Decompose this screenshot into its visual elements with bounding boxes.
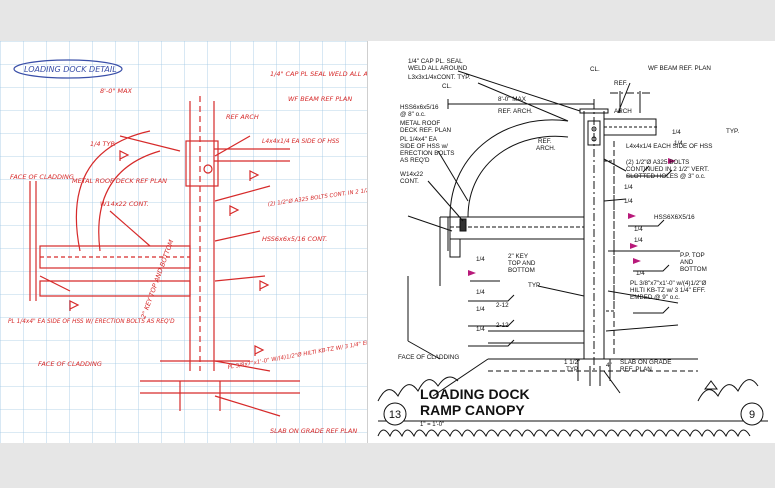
weld-q11: 1/4 xyxy=(476,326,485,333)
drawing-comparison-panel: LOADING DOCK DETAIL xyxy=(0,41,775,443)
sketch-note-erection-bolts: PL 1/4x4" EA SIDE OF HSS W/ ERECTION BOL… xyxy=(8,319,175,325)
sketch-note-slab: SLAB ON GRADE REF PLAN xyxy=(270,427,357,435)
label-cap: 1/4" CAP PL. SEAL xyxy=(408,58,463,65)
weld-2-12-b: 2-12 xyxy=(496,322,509,329)
weld-q4: 1/4 xyxy=(624,198,633,205)
sketch-note-hss-cont: HSS6x6x5/16 CONT. xyxy=(262,235,327,243)
label-cl-right: CL. xyxy=(590,66,600,73)
weld-q1: 1/4 xyxy=(672,129,681,136)
label-cl-left: CL. xyxy=(442,83,452,90)
cad-drawing: 1/4" CAP PL. SEAL WELD ALL AROUND L3x3x1… xyxy=(368,41,775,443)
cad-linework xyxy=(378,70,768,422)
label-bolts-3: SLOTTED HOLES @ 3" o.c. xyxy=(626,173,706,180)
label-pp-3: BOTTOM xyxy=(680,266,707,273)
label-w14: W14x22 xyxy=(400,171,424,178)
label-slab-1: SLAB ON GRADE xyxy=(620,359,671,366)
panel-divider xyxy=(367,41,368,443)
label-metal-roof: METAL ROOF xyxy=(400,120,440,127)
sheet-number-bubble xyxy=(740,402,764,426)
sketch-title: LOADING DOCK DETAIL xyxy=(24,65,117,74)
cad-bg xyxy=(368,41,775,443)
weld-q6: 1/4 xyxy=(634,237,643,244)
sketch-note-w14: W14x22 CONT. xyxy=(100,200,149,208)
label-arch-top: ARCH xyxy=(614,108,632,115)
label-4in: 4" xyxy=(606,362,612,369)
label-slab-2: REF. PLAN xyxy=(620,366,652,373)
weld-q9: 1/4 xyxy=(476,289,485,296)
label-pl-3: ERECTION BOLTS xyxy=(400,150,454,157)
sketch-note-metal-roof: METAL ROOF DECK REF PLAN xyxy=(72,177,167,185)
detail-title-line-2: RAMP CANOPY xyxy=(420,402,525,418)
label-ref-2: REF. xyxy=(538,138,552,145)
weld-q7: 1/4 xyxy=(636,270,645,277)
sketch-note-top-cap: 1/4" CAP PL SEAL WELD ALL AROUND xyxy=(270,70,368,78)
label-typ-left: TYP. xyxy=(528,282,541,289)
weld-q3: 1/4 xyxy=(624,184,633,191)
label-pl-1: PL 1/4x4" EA xyxy=(400,136,438,143)
label-8ft-max: 8'-0" MAX xyxy=(498,96,527,103)
sketch-note-l4: L4x4x1/4 EA SIDE OF HSS xyxy=(262,138,340,145)
label-typ-right: TYP. xyxy=(726,128,739,135)
sketch-title-cloud xyxy=(13,59,123,79)
landscape-scallops xyxy=(377,376,759,438)
label-hss-2: HSS6X6X5/16 xyxy=(654,214,695,221)
sketch-linework xyxy=(29,96,300,417)
detail-title-line-1: LOADING DOCK xyxy=(420,386,530,402)
label-hss-1: HSS6x6x5/16 xyxy=(400,104,439,111)
weld-q8: 1/4 xyxy=(476,256,485,263)
label-ref-top: REF. xyxy=(614,80,628,87)
weld-2-12-a: 2-12 xyxy=(496,302,509,309)
sketch-note-face-cladding-2: FACE OF CLADDING xyxy=(38,360,102,368)
label-typ-bottom: TYP. xyxy=(566,366,579,373)
cad-labels: 1/4" CAP PL. SEAL WELD ALL AROUND L3x3x1… xyxy=(398,58,739,373)
label-hss-1b: @ 8" o.c. xyxy=(400,111,426,118)
label-key-3: BOTTOM xyxy=(508,267,535,274)
sketch-note-weld-typ: 1/4 TYP. xyxy=(90,140,116,148)
label-pp-2: AND xyxy=(680,259,694,266)
weld-q2: 1/4 xyxy=(674,140,683,147)
label-cap-2: WELD ALL AROUND xyxy=(408,65,468,72)
weld-flags xyxy=(468,158,676,278)
label-embed-2: HILTI KB-TZ w/ 3 1/4" EFF. xyxy=(630,287,706,294)
label-wf-beam: WF BEAM REF. PLAN xyxy=(648,65,711,72)
detail-number: 13 xyxy=(389,409,401,421)
label-bolts-1: (2) 1/2"Ø A325 BOLTS xyxy=(626,159,689,166)
label-metal-roof-2: DECK REF. PLAN xyxy=(400,127,452,134)
detail-number-bubble xyxy=(383,402,407,426)
label-l3: L3x3x1/4xCONT. TYP. xyxy=(408,74,471,81)
label-face-cladding: FACE OF CLADDING xyxy=(398,354,459,361)
sketch-note-dim-max: 8'-0" MAX xyxy=(100,87,133,95)
label-pl-4: AS REQ'D xyxy=(400,157,430,164)
weld-q10: 1/4 xyxy=(476,306,485,313)
label-arch-2: ARCH. xyxy=(536,145,556,152)
label-embed-3: EMBED @ 9" o.c. xyxy=(630,294,680,301)
sketch-note-ref-arch: REF ARCH xyxy=(226,113,259,121)
hand-sketch: LOADING DOCK DETAIL xyxy=(0,41,368,443)
label-l4: L4x4x1/4 EACH SIDE OF HSS xyxy=(626,143,712,150)
label-embed-1: PL 3/8"x7"x1'-0" w/(4)1/2"Ø xyxy=(630,280,707,287)
sheet-number: 9 xyxy=(749,409,755,421)
label-key-1: 2" KEY xyxy=(508,253,529,260)
grid-lines xyxy=(0,41,368,443)
north-arrow-icon xyxy=(704,380,718,390)
label-bolts-2: CONTINUED IN 2 1/2" VERT. xyxy=(626,166,709,173)
detail-scale: 1" = 1'-0" xyxy=(420,422,444,428)
label-w14-cont: CONT. xyxy=(400,178,419,185)
label-pp-1: P.P. TOP xyxy=(680,252,705,259)
label-pl-2: SIDE OF HSS w/ xyxy=(400,143,448,150)
label-key-2: TOP AND xyxy=(508,260,536,267)
weld-q5: 1/4 xyxy=(634,226,643,233)
sketch-note-wf-beam: WF BEAM REF PLAN xyxy=(288,95,352,103)
sketch-note-face-cladding: FACE OF CLADDING xyxy=(10,173,74,181)
label-ref-arch: REF. ARCH. xyxy=(498,108,533,115)
label-1-1-2: 1 1/2" xyxy=(564,359,580,366)
